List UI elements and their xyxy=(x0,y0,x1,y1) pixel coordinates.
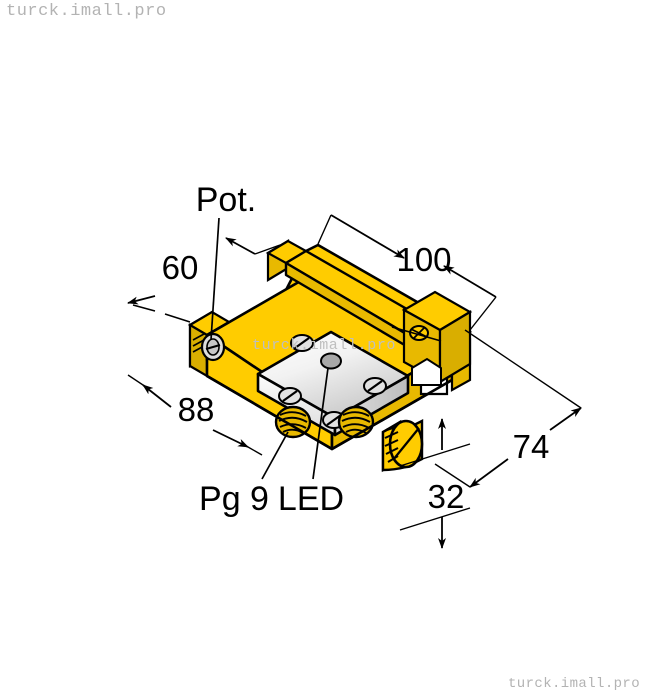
cover-screw xyxy=(290,334,314,352)
callout-pot: Pot. xyxy=(196,181,256,341)
dimension-60: 60 xyxy=(127,237,281,323)
dimension-32-label: 32 xyxy=(428,478,465,515)
cover-screw xyxy=(278,387,302,405)
callout-pg9: Pg 9 xyxy=(199,431,289,518)
thread-plug xyxy=(381,419,424,473)
watermark-top-left: turck.imall.pro xyxy=(6,2,167,21)
watermark-bottom-right: turck.imall.pro xyxy=(508,676,641,692)
mounting-screw xyxy=(391,325,442,342)
cable-gland-thread xyxy=(274,405,312,439)
dimension-88-label: 88 xyxy=(178,391,215,428)
watermark-center: turck.imall.pro xyxy=(252,337,397,354)
callout-pot-label: Pot. xyxy=(196,181,256,219)
dimension-88: 88 xyxy=(127,374,263,456)
dimension-100: 100 xyxy=(317,214,497,331)
callout-pg9-label: Pg 9 xyxy=(199,480,269,518)
callout-led-label: LED xyxy=(278,480,344,518)
dimension-32: 32 xyxy=(399,418,471,549)
housing-right-block-side xyxy=(438,310,472,384)
sensor-housing xyxy=(187,239,473,473)
dimension-74: 74 xyxy=(434,329,582,488)
cable-gland-thread xyxy=(337,405,375,439)
dimension-60-label: 60 xyxy=(162,249,199,286)
housing-right-block-notch xyxy=(411,357,442,386)
potentiometer-adjust-screw xyxy=(200,332,226,362)
cover-screw xyxy=(363,377,387,395)
led-indicator xyxy=(320,352,342,370)
callout-led: LED xyxy=(278,367,344,518)
dimension-74-label: 74 xyxy=(513,428,550,465)
dimension-100-label: 100 xyxy=(396,241,451,278)
